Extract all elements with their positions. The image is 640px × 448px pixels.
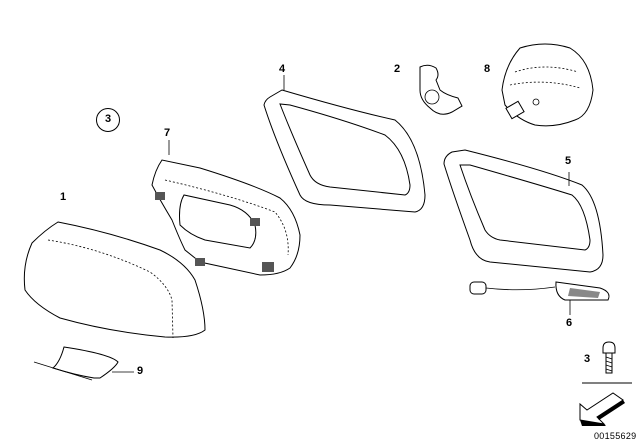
part-2-clip[interactable] [419, 64, 463, 115]
callout-2[interactable]: 2 [394, 63, 401, 75]
part-4-mirror-frame[interactable] [263, 89, 426, 213]
callout-6[interactable]: 6 [566, 317, 573, 329]
callout-1[interactable]: 1 [60, 191, 67, 203]
callout-7[interactable]: 7 [164, 127, 171, 139]
circled-callout-3[interactable]: 3 [96, 108, 120, 132]
callout-4[interactable]: 4 [279, 63, 286, 75]
callout-8[interactable]: 8 [484, 63, 491, 75]
part-3-screw[interactable] [602, 341, 616, 374]
callout-9[interactable]: 9 [137, 365, 144, 377]
part-8-actuator-motor[interactable] [501, 43, 594, 127]
part-1-mirror-cap[interactable] [23, 221, 206, 339]
direction-arrow-icon [579, 392, 625, 426]
callout-screw-3[interactable]: 3 [584, 353, 591, 365]
part-7-mirror-carrier[interactable] [151, 159, 301, 276]
callout-5[interactable]: 5 [565, 155, 572, 167]
part-9-trim-strip[interactable] [33, 346, 119, 381]
part-6-turn-signal[interactable] [469, 281, 610, 301]
diagram-code: 00155629 [594, 431, 637, 441]
part-5-mirror-frame-outer[interactable] [443, 149, 604, 273]
